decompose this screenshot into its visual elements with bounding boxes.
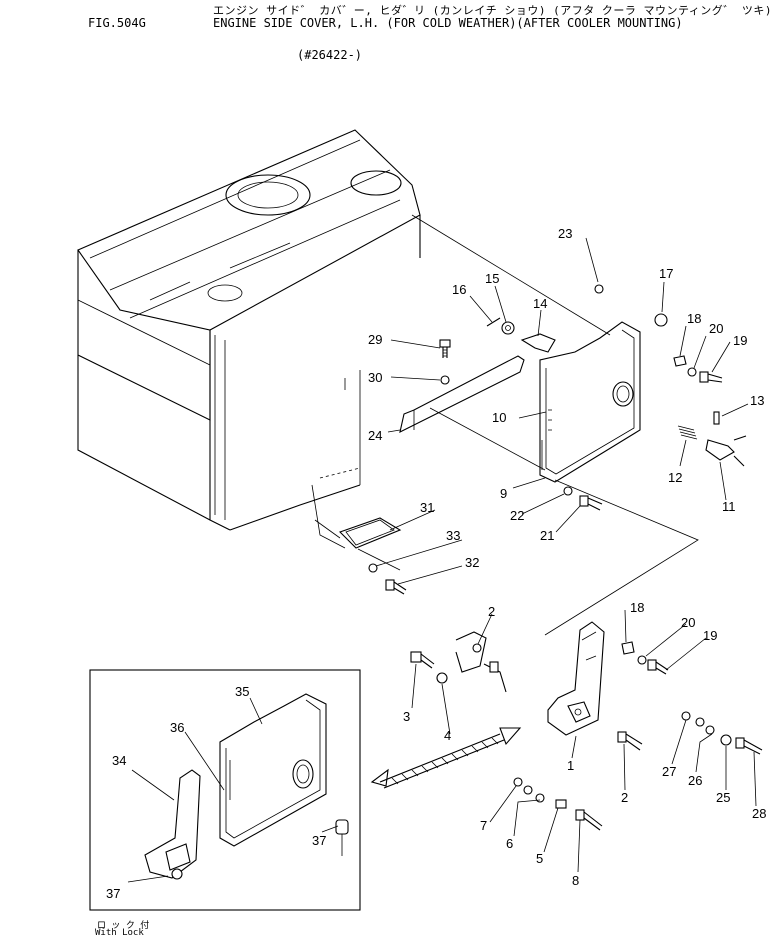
callout-12: 12 [668,470,682,485]
callout-20-lower: 20 [681,615,695,630]
inset-cover-34 [144,769,201,880]
callout-9: 9 [500,486,507,501]
callout-37-left: 37 [106,886,120,901]
washer-6a [523,785,533,795]
callout-26: 26 [688,773,702,788]
callout-numbers: 23 17 15 16 14 18 20 19 29 30 13 10 24 1… [106,226,766,901]
callout-6: 6 [506,836,513,851]
callout-29: 29 [368,332,382,347]
bolt-28 [735,737,763,755]
figure-number: FIG.504G [88,16,146,30]
inset-frame [89,669,361,911]
figure-title: ENGINE SIDE COVER, L.H. (FOR COLD WEATHE… [213,16,683,30]
washer-22 [563,486,573,496]
callout-19-lower: 19 [703,628,717,643]
washer-33 [368,563,378,573]
latch-parts [677,411,747,467]
callout-15: 15 [485,271,499,286]
callout-5: 5 [536,851,543,866]
callout-31: 31 [420,500,434,515]
callout-33: 33 [446,528,460,543]
washer-4 [436,672,448,684]
callout-13: 13 [750,393,764,408]
nut-25 [720,734,732,746]
with-lock-caption-jp: ロ ッ ク 付 [97,921,150,931]
fastener-set-lower [621,641,669,675]
callout-36: 36 [170,720,184,735]
callout-18-upper: 18 [687,311,701,326]
fastener-set-upper [673,355,723,383]
washer-26a [695,717,705,727]
callout-16: 16 [452,282,466,297]
callout-24: 24 [368,428,382,443]
nut-17 [654,313,668,327]
assembly-lines [357,214,699,636]
bolt-32 [385,579,407,595]
callout-2-upper: 2 [488,604,495,619]
cover-plate-31 [338,517,402,549]
bolt-3 [410,651,435,669]
japanese-title: エンジン サイド゛ カバ゛ー, ヒダ゛リ (カンレイチ ショウ) (アフタ クー… [213,4,771,17]
reference-arrow [370,727,522,789]
callout-10: 10 [492,410,506,425]
callout-leaders [127,237,757,883]
callout-14: 14 [533,296,547,311]
callout-1: 1 [567,758,574,773]
callout-34: 34 [112,753,126,768]
lower-cover-1 [547,621,605,736]
bolt-21 [579,495,603,511]
callout-7: 7 [480,818,487,833]
stay-24 [399,355,525,434]
nut-5 [555,799,567,809]
callout-32: 32 [465,555,479,570]
washer-30 [440,375,450,385]
serial-range: (#26422-) [297,48,363,62]
side-cover-panel [539,321,641,483]
washer-27 [681,711,691,721]
inset-cover-35 [219,693,327,847]
callout-20-upper: 20 [709,321,723,336]
callout-23: 23 [558,226,572,241]
callout-27: 27 [662,764,676,779]
bolt-29 [439,339,451,358]
bracket-upper-2 [455,631,507,693]
bolt-2-lower [617,731,643,751]
callout-37-right: 37 [312,833,326,848]
bracket-14 [520,333,556,353]
washer-6b [535,793,545,803]
callout-3: 3 [403,709,410,724]
nut-23 [594,284,604,294]
pin-and-nut [486,317,515,335]
inset-lock-37 [335,819,349,856]
callout-19-upper: 19 [733,333,747,348]
callout-28: 28 [752,806,766,821]
callout-17: 17 [659,266,673,281]
callout-30: 30 [368,370,382,385]
callout-11: 11 [722,499,736,514]
engine-block [77,129,421,549]
callout-21: 21 [540,528,554,543]
callout-2-lower: 2 [621,790,628,805]
washer-26b [705,725,715,735]
washer-7 [513,777,523,787]
callout-4: 4 [444,728,451,743]
with-lock-caption: With Lock [95,928,144,938]
callout-22: 22 [510,508,524,523]
callout-8: 8 [572,873,579,888]
callout-25: 25 [716,790,730,805]
callout-18-lower: 18 [630,600,644,615]
callout-35: 35 [235,684,249,699]
